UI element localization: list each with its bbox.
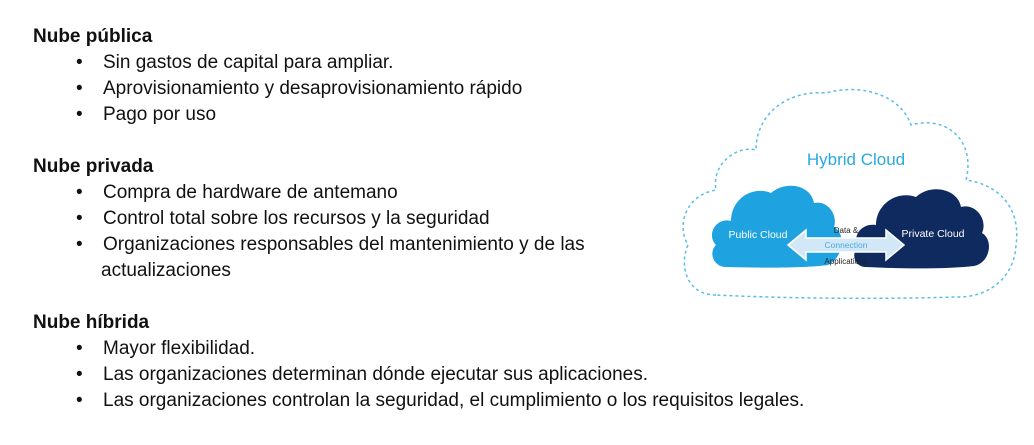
list-item: • Organizaciones responsables del manteni… [33,232,853,284]
list-item-text: Mayor flexibilidad. [103,338,256,359]
public-cloud-icon [711,185,842,268]
hybrid-cloud-svg: Hybrid Cloud Public Cloud Private Cloud … [682,88,1018,300]
bullet-icon: • [76,208,83,229]
bullet-icon: • [76,78,83,99]
list-item-text: Pago por uso [103,104,217,125]
list-item-text: Las organizaciones controlan la segurida… [103,390,805,411]
arrow-mid-label: Connection [824,240,867,250]
list-item: • Pago por uso [33,102,853,128]
hybrid-cloud-outline-icon [682,88,1018,300]
heading-private-cloud: Nube privada [33,156,154,177]
list-item: • Mayor flexibilidad. [33,336,853,362]
hybrid-cloud-diagram: Hybrid Cloud Public Cloud Private Cloud … [676,85,1026,310]
bullet-icon: • [76,338,83,359]
bullet-icon: • [76,104,83,125]
public-cloud-label: Public Cloud [729,229,788,241]
list-item: • Compra de hardware de antemano [33,180,853,206]
list-item: • Las organizaciones determinan dónde eje… [33,362,853,388]
bullet-icon: • [76,234,83,255]
list-item: • Las organizaciones controlan la segurid… [33,388,853,414]
list-public-cloud: • Sin gastos de capital para ampliar. • Ap… [33,50,853,128]
list-item-text: Compra de hardware de antemano [103,182,398,203]
heading-hybrid-cloud: Nube híbrida [33,312,150,333]
list-item: • Aprovisionamiento y desaprovisionamient… [33,76,853,102]
list-item: • Control total sobre los recursos y la s… [33,206,853,232]
heading-public-cloud: Nube pública [33,26,153,47]
list-item-text: Organizaciones responsables del mantenim… [103,234,585,255]
bullet-icon: • [76,182,83,203]
list-item-text: Las organizaciones determinan dónde ejec… [103,364,649,385]
bullet-icon: • [76,52,83,73]
list-hybrid-cloud: • Mayor flexibilidad. • Las organizaciones… [33,336,853,414]
bullet-icon: • [76,390,83,411]
list-item-text: Control total sobre los recursos y la se… [103,208,490,229]
list-item: • Sin gastos de capital para ampliar. [33,50,853,76]
private-cloud-label: Private Cloud [901,228,964,240]
bullet-icon: • [76,364,83,385]
list-private-cloud: • Compra de hardware de antemano • Control… [33,180,853,284]
arrow-bottom-label: Applications [824,257,867,266]
double-arrow-icon [786,228,906,262]
list-item-text: Sin gastos de capital para ampliar. [103,52,394,73]
arrow-top-label: Data & [834,226,859,235]
diagram-title: Hybrid Cloud [807,150,905,169]
list-item-text-continuation: actualizaciones [101,260,231,281]
list-item-text: Aprovisionamiento y desaprovisionamiento… [103,78,523,99]
text-column: Nube pública • Sin gastos de capital para… [33,24,853,414]
